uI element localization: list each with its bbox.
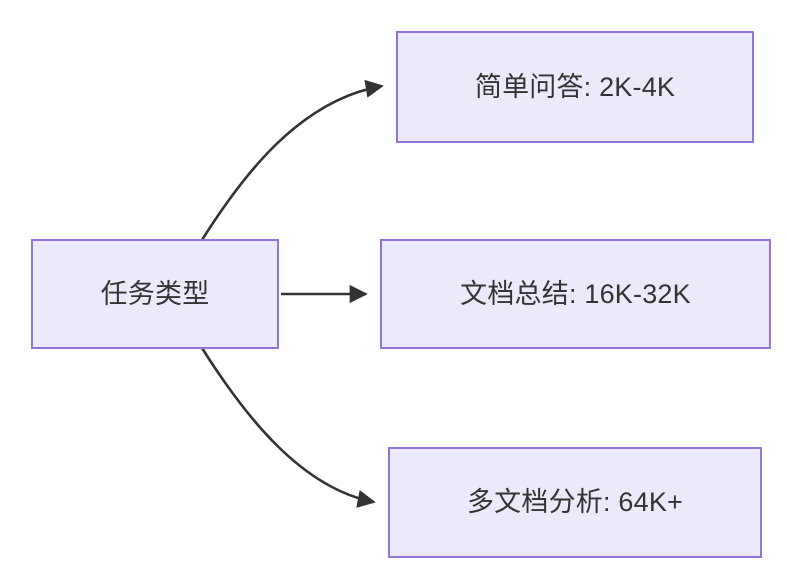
node-label: 多文档分析: 64K+ bbox=[466, 487, 683, 518]
node-simple-qa[interactable]: 简单问答: 2K-4K bbox=[396, 31, 754, 143]
node-task-type[interactable]: 任务类型 bbox=[31, 239, 279, 349]
node-doc-summary[interactable]: 文档总结: 16K-32K bbox=[380, 239, 771, 349]
node-label: 简单问答: 2K-4K bbox=[474, 71, 676, 102]
edge-root-to-simple-qa bbox=[200, 79, 384, 241]
node-label: 任务类型 bbox=[100, 278, 210, 309]
node-label: 文档总结: 16K-32K bbox=[460, 278, 691, 309]
node-multi-doc[interactable]: 多文档分析: 64K+ bbox=[388, 447, 762, 558]
edge-root-to-multi-doc bbox=[200, 347, 376, 508]
